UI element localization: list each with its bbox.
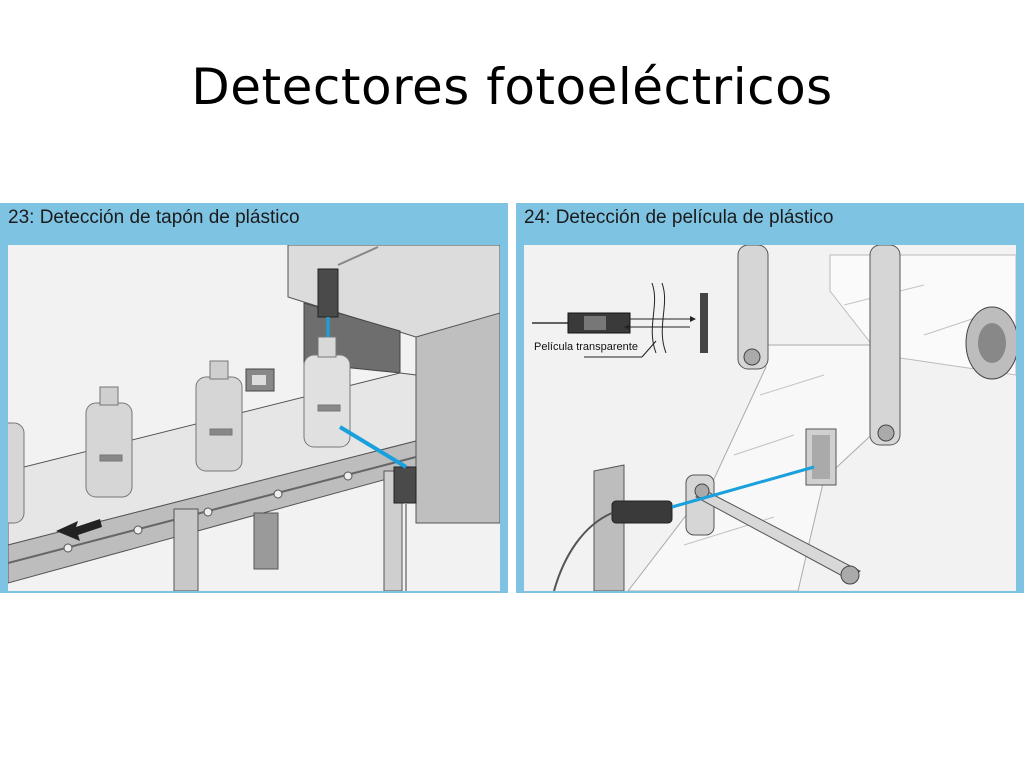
inset-diagram (532, 282, 708, 358)
conveyor-bottles-illustration (8, 245, 500, 591)
bottle (85, 386, 133, 498)
slide-title: Detectores fotoeléctricos (191, 58, 833, 116)
panel-caption: 23: Detección de tapón de plástico (8, 207, 300, 228)
direction-arrow (56, 519, 102, 541)
plastic-film-illustration: Película transparente (524, 245, 1016, 591)
film-roller-illustration (524, 245, 1016, 591)
panel-plastic-film-detection: 24: Detección de película de plástico (516, 203, 1024, 593)
light-beam (671, 465, 815, 509)
panel-plastic-cap-detection: 23: Detección de tapón de plástico (0, 203, 508, 593)
panel-caption: 24: Detección de película de plástico (524, 207, 834, 228)
sensor (611, 500, 673, 524)
plastic-cap-illustration (8, 245, 500, 591)
light-beam (338, 425, 408, 469)
inset-label: Película transparente (534, 341, 638, 353)
